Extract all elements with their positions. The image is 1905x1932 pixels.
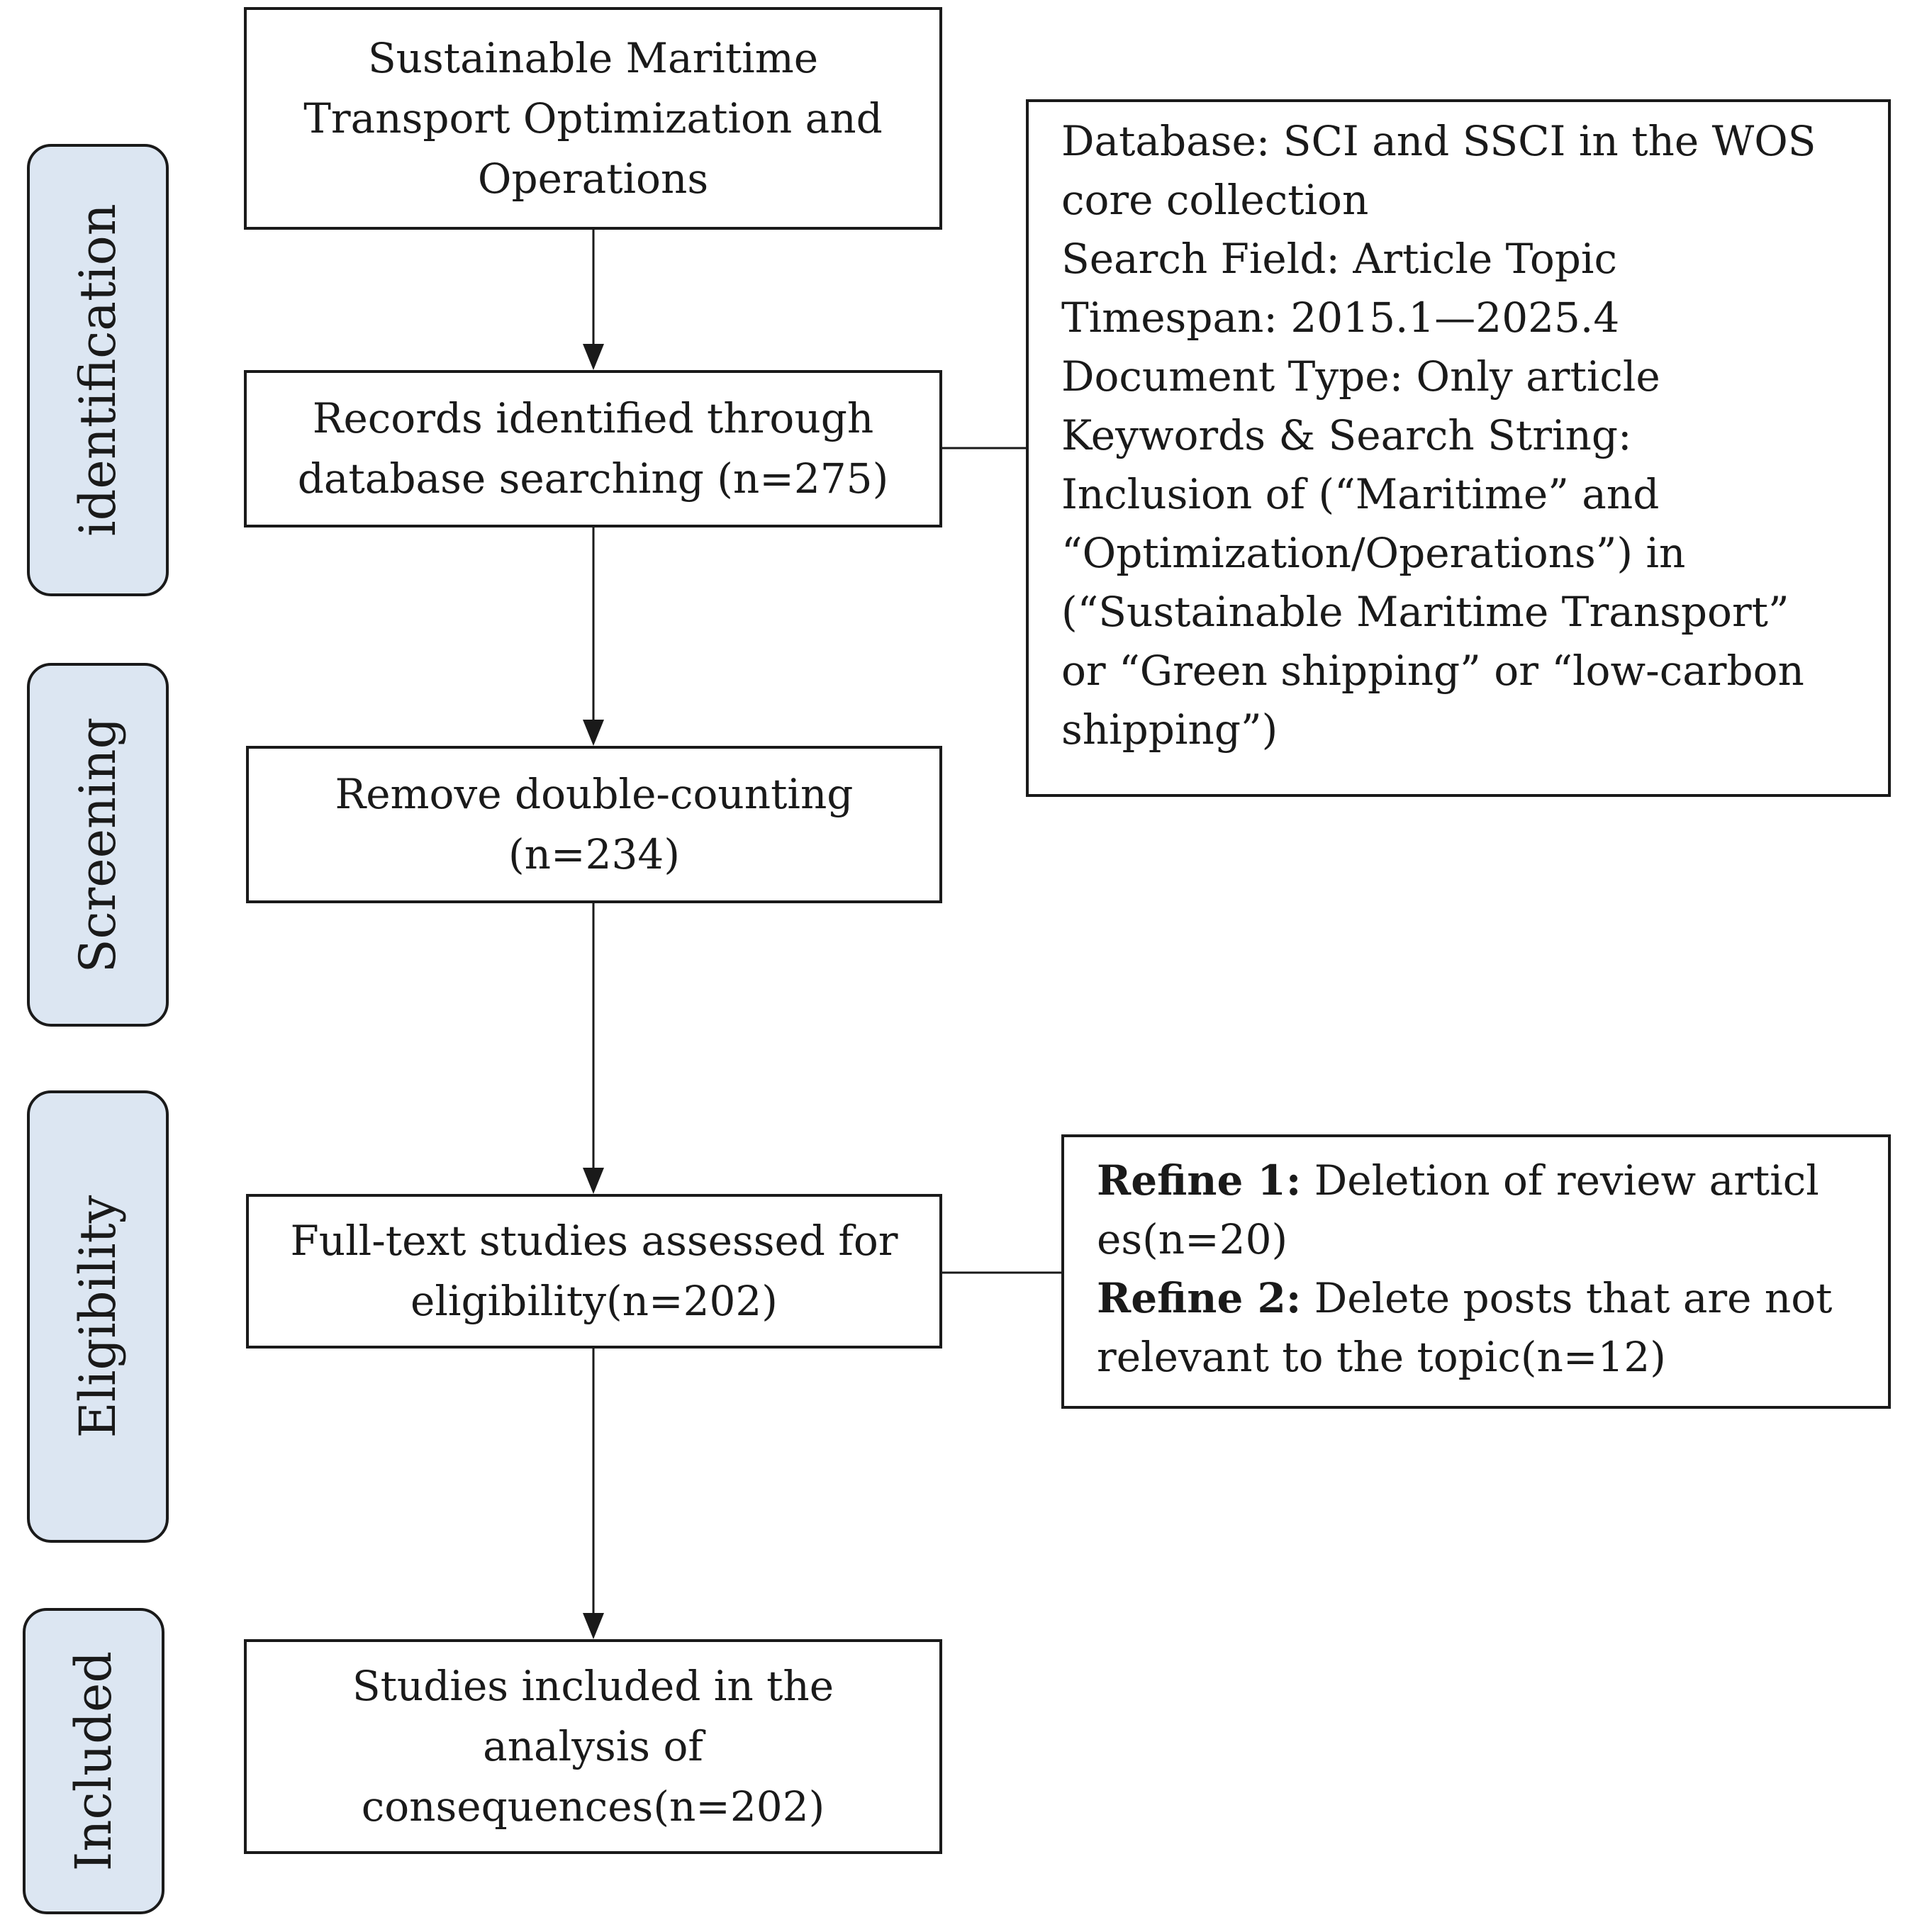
arrowhead-included <box>583 1613 604 1639</box>
refine-1-continuation: es(n=20) <box>1097 1215 1288 1263</box>
stage-identification: identification <box>27 144 169 596</box>
box-fulltext-text: Full-text studies assessed for eligibili… <box>290 1217 898 1325</box>
criteria-line: or “Green shipping” or “low-carbon <box>1061 647 1804 695</box>
box-dedup-text: Remove double-counting (n=234) <box>335 770 854 878</box>
arrowhead-fulltext <box>583 1168 604 1194</box>
refine-2-label: Refine 2: <box>1097 1274 1302 1322</box>
stage-eligibility-label: Eligibility <box>69 1195 127 1439</box>
arrowhead-records <box>583 344 604 370</box>
criteria-line: Keywords & Search String: <box>1061 411 1632 459</box>
box-topic: Sustainable Maritime Transport Optimizat… <box>244 7 942 230</box>
refine-1-line: Refine 1: Deletion of review articl <box>1097 1151 1867 1210</box>
refine-1-text: Deletion of review articl <box>1301 1156 1819 1205</box>
criteria-line: Document Type: Only article <box>1061 352 1660 401</box>
criteria-line: core collection <box>1061 176 1369 224</box>
box-included-text: Studies included in the analysis of cons… <box>352 1662 834 1831</box>
criteria-line: Inclusion of (“Maritime” and <box>1061 470 1660 518</box>
refine-2-continuation: relevant to the topic(n=12) <box>1097 1333 1666 1381</box>
box-refine: Refine 1: Deletion of review articl es(n… <box>1061 1134 1891 1409</box>
box-fulltext-assessed: Full-text studies assessed for eligibili… <box>246 1194 942 1349</box>
criteria-line: Search Field: Article Topic <box>1061 235 1617 283</box>
box-topic-text: Sustainable Maritime Transport Optimizat… <box>303 33 883 203</box>
stage-screening: Screening <box>27 663 169 1027</box>
box-studies-included: Studies included in the analysis of cons… <box>244 1639 942 1854</box>
criteria-line: shipping”) <box>1061 705 1278 754</box>
criteria-line: (“Sustainable Maritime Transport” <box>1061 588 1789 636</box>
criteria-line: Database: SCI and SSCI in the WOS <box>1061 117 1816 165</box>
arrowhead-dedup <box>583 720 604 746</box>
refine-2-text: Delete posts that are not <box>1301 1274 1833 1322</box>
box-remove-duplicates: Remove double-counting (n=234) <box>246 746 942 903</box>
refine-1-label: Refine 1: <box>1097 1156 1302 1205</box>
stage-included: Included <box>23 1608 164 1914</box>
criteria-line: “Optimization/Operations”) in <box>1061 529 1686 577</box>
box-records-text: Records identified through database sear… <box>297 394 889 503</box>
box-search-criteria: Database: SCI and SSCI in the WOS core c… <box>1026 99 1891 797</box>
stage-identification-label: identification <box>69 203 127 537</box>
box-records-identified: Records identified through database sear… <box>244 370 942 527</box>
refine-2-line: Refine 2: Delete posts that are not <box>1097 1269 1867 1328</box>
stage-screening-label: Screening <box>69 717 127 973</box>
stage-included-label: Included <box>65 1651 123 1872</box>
stage-eligibility: Eligibility <box>27 1090 169 1543</box>
criteria-line: Timespan: 2015.1—2025.4 <box>1061 294 1620 342</box>
